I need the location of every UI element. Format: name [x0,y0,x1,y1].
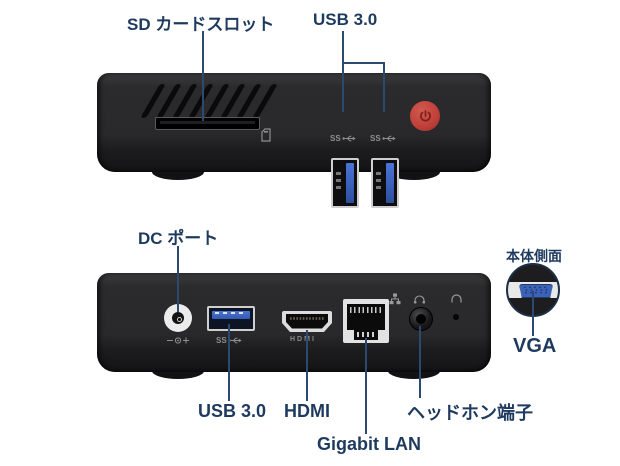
hdmi-engraving: HDMI [290,336,316,343]
usb3-rear-label: USB 3.0 [198,401,267,421]
side-view-title: 本体側面 [506,248,562,264]
hdmi-leader-line [306,330,308,401]
hdmi-port [282,311,332,332]
ss-usb-trident-icon [342,135,356,142]
sd-card-slot [155,117,260,130]
dc-polarity-icon [167,337,189,344]
front-panel-view [97,73,491,208]
mic-pinhole [453,314,459,320]
power-button [410,101,440,131]
usb3-port-2 [371,158,399,208]
headphone-label: ヘッドホン端子 [407,403,533,423]
dc-power-port [164,304,192,332]
usb-blue-tongue [346,163,354,203]
gigabit-lan-port [343,299,389,343]
usb-rear-leader-line [228,324,230,401]
gigabit-lan-label: Gigabit LAN [317,434,421,454]
usb-leader-line-1 [342,31,344,112]
vga-leader-line [532,291,534,336]
hdmi-label: HDMI [284,401,330,421]
usb3-front-label: USB 3.0 [313,10,378,29]
usb3-port-1 [331,158,359,208]
headset-icon [413,295,426,304]
usb-leader-branch [342,62,385,64]
ss-usb-trident-icon [382,135,396,142]
usb-leader-line-2 [383,62,385,112]
usb-blue-tongue [212,311,250,319]
sd-card-icon [261,128,271,142]
superspeed-badge-1: SS [330,134,356,143]
headphone-icon [451,294,462,303]
vga-label: VGA [513,335,557,357]
headphone-leader-line [419,326,421,398]
dc-port-label: DC ポート [138,229,219,248]
power-icon [419,109,431,121]
lan-leader-line [365,338,367,434]
sd-card-slot-label: SD カードスロット [127,15,275,34]
headphone-jack [409,307,433,331]
vga-pins-icon [524,286,548,294]
sd-leader-line [202,31,204,121]
network-icon [389,293,401,305]
dc-leader-line [177,246,179,312]
usb-blue-tongue [386,163,394,203]
usb3-rear-port [207,306,255,331]
superspeed-badge-2: SS [370,134,396,143]
